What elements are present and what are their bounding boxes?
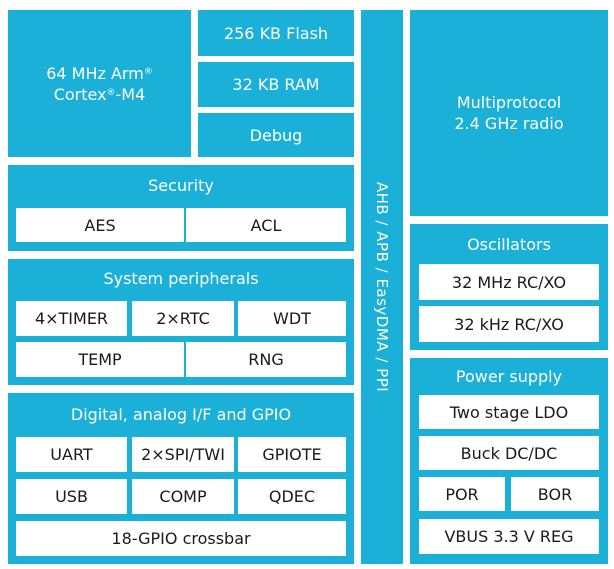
- radio-line1: Multiprotocol: [456, 93, 562, 112]
- osc-32khz-cell: 32 kHz RC/XO: [419, 306, 599, 342]
- security-title: Security: [148, 176, 214, 195]
- flash-block: 256 KB Flash: [198, 10, 354, 56]
- rng-cell: RNG: [186, 342, 346, 377]
- debug-block: Debug: [198, 113, 354, 157]
- ldo-cell: Two stage LDO: [419, 395, 599, 429]
- qdec-cell: QDEC: [238, 479, 346, 514]
- digital-io-title: Digital, analog I/F and GPIO: [70, 405, 292, 424]
- radio-line2: 2.4 GHz radio: [454, 114, 564, 133]
- gpio-crossbar-cell: 18-GPIO crossbar: [16, 521, 346, 556]
- bor-cell: BOR: [511, 477, 599, 511]
- oscillators-title: Oscillators: [467, 235, 551, 254]
- wdt-cell: WDT: [238, 301, 346, 336]
- system-peripherals-title: System peripherals: [103, 269, 259, 288]
- cpu-block: 64 MHz Arm® Cortex®-M4: [8, 10, 191, 157]
- comp-cell: COMP: [132, 479, 234, 514]
- por-cell: POR: [419, 477, 505, 511]
- ram-label: 32 KB RAM: [232, 75, 320, 94]
- security-aes: AES: [16, 208, 184, 242]
- gpiote-cell: GPIOTE: [238, 437, 346, 472]
- temp-cell: TEMP: [16, 342, 184, 377]
- security-acl: ACL: [186, 208, 346, 242]
- osc-32mhz-cell: 32 MHz RC/XO: [419, 264, 599, 300]
- cpu-line2: Cortex®-M4: [53, 84, 146, 104]
- spi-twi-cell: 2×SPI/TWI: [132, 437, 234, 472]
- timer-cell: 4×TIMER: [16, 301, 127, 336]
- security-block: Security AES ACL: [8, 165, 354, 251]
- buck-cell: Buck DC/DC: [419, 436, 599, 470]
- digital-io-block: Digital, analog I/F and GPIO UART 2×SPI/…: [8, 393, 354, 564]
- uart-cell: UART: [16, 437, 127, 472]
- power-supply-block: Power supply Two stage LDO Buck DC/DC PO…: [410, 358, 608, 564]
- rtc-cell: 2×RTC: [132, 301, 234, 336]
- vbus-reg-cell: VBUS 3.3 V REG: [419, 519, 599, 554]
- power-supply-title: Power supply: [455, 367, 563, 386]
- flash-label: 256 KB Flash: [223, 23, 329, 43]
- oscillators-block: Oscillators 32 MHz RC/XO 32 kHz RC/XO: [410, 224, 608, 350]
- bus-label: AHB / APB / EasyDMA / PPI: [373, 181, 391, 393]
- debug-label: Debug: [249, 125, 303, 145]
- radio-block: Multiprotocol 2.4 GHz radio: [410, 10, 608, 216]
- cpu-line1: 64 MHz Arm®: [46, 63, 153, 83]
- bus-block: AHB / APB / EasyDMA / PPI: [361, 10, 403, 564]
- ram-block: 32 KB RAM: [198, 62, 354, 107]
- system-peripherals-block: System peripherals 4×TIMER 2×RTC WDT TEM…: [8, 259, 354, 385]
- usb-cell: USB: [16, 479, 127, 514]
